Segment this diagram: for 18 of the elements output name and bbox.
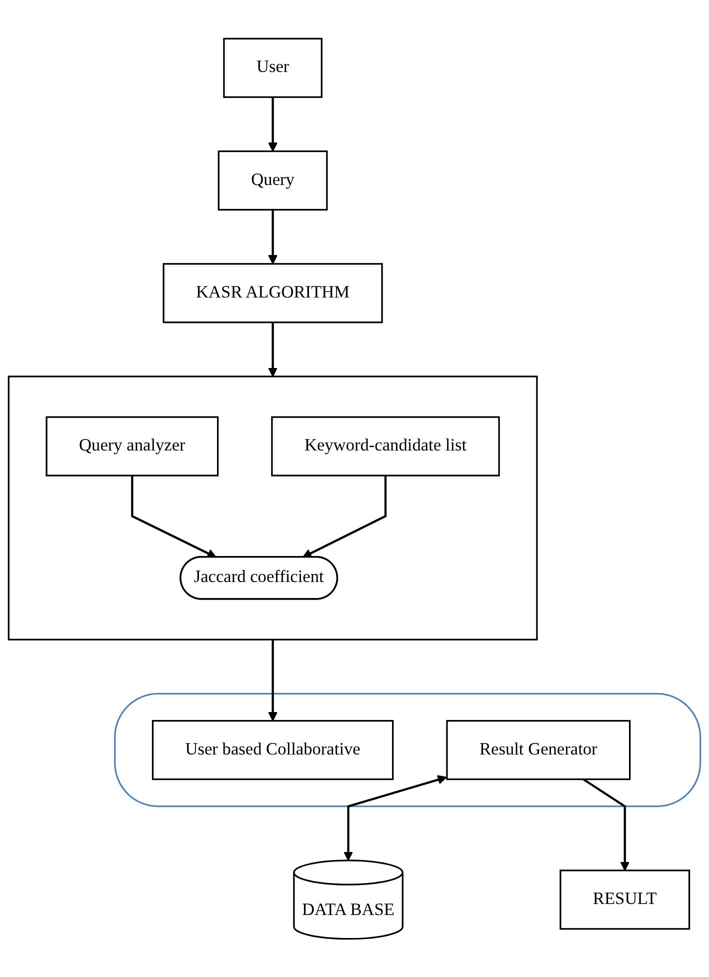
node-box: Query analyzer — [46, 416, 219, 476]
arrow — [582, 778, 630, 871]
arrow — [344, 774, 447, 861]
arrow — [268, 322, 278, 377]
arrow — [268, 209, 278, 264]
arrow — [131, 475, 216, 558]
node-box: Keyword-candidate list — [271, 416, 500, 476]
node-box: User — [223, 38, 322, 98]
node-box: Query — [218, 150, 328, 210]
node-box: Result Generator — [446, 720, 631, 780]
node-box: RESULT — [560, 869, 690, 930]
cluster — [8, 375, 538, 640]
arrow — [268, 639, 278, 721]
node-box: KASR ALGORITHM — [162, 262, 383, 323]
cluster — [114, 692, 702, 807]
arrow — [302, 475, 387, 558]
node-box: User based Collaborative — [152, 720, 394, 780]
arrow — [268, 96, 278, 152]
